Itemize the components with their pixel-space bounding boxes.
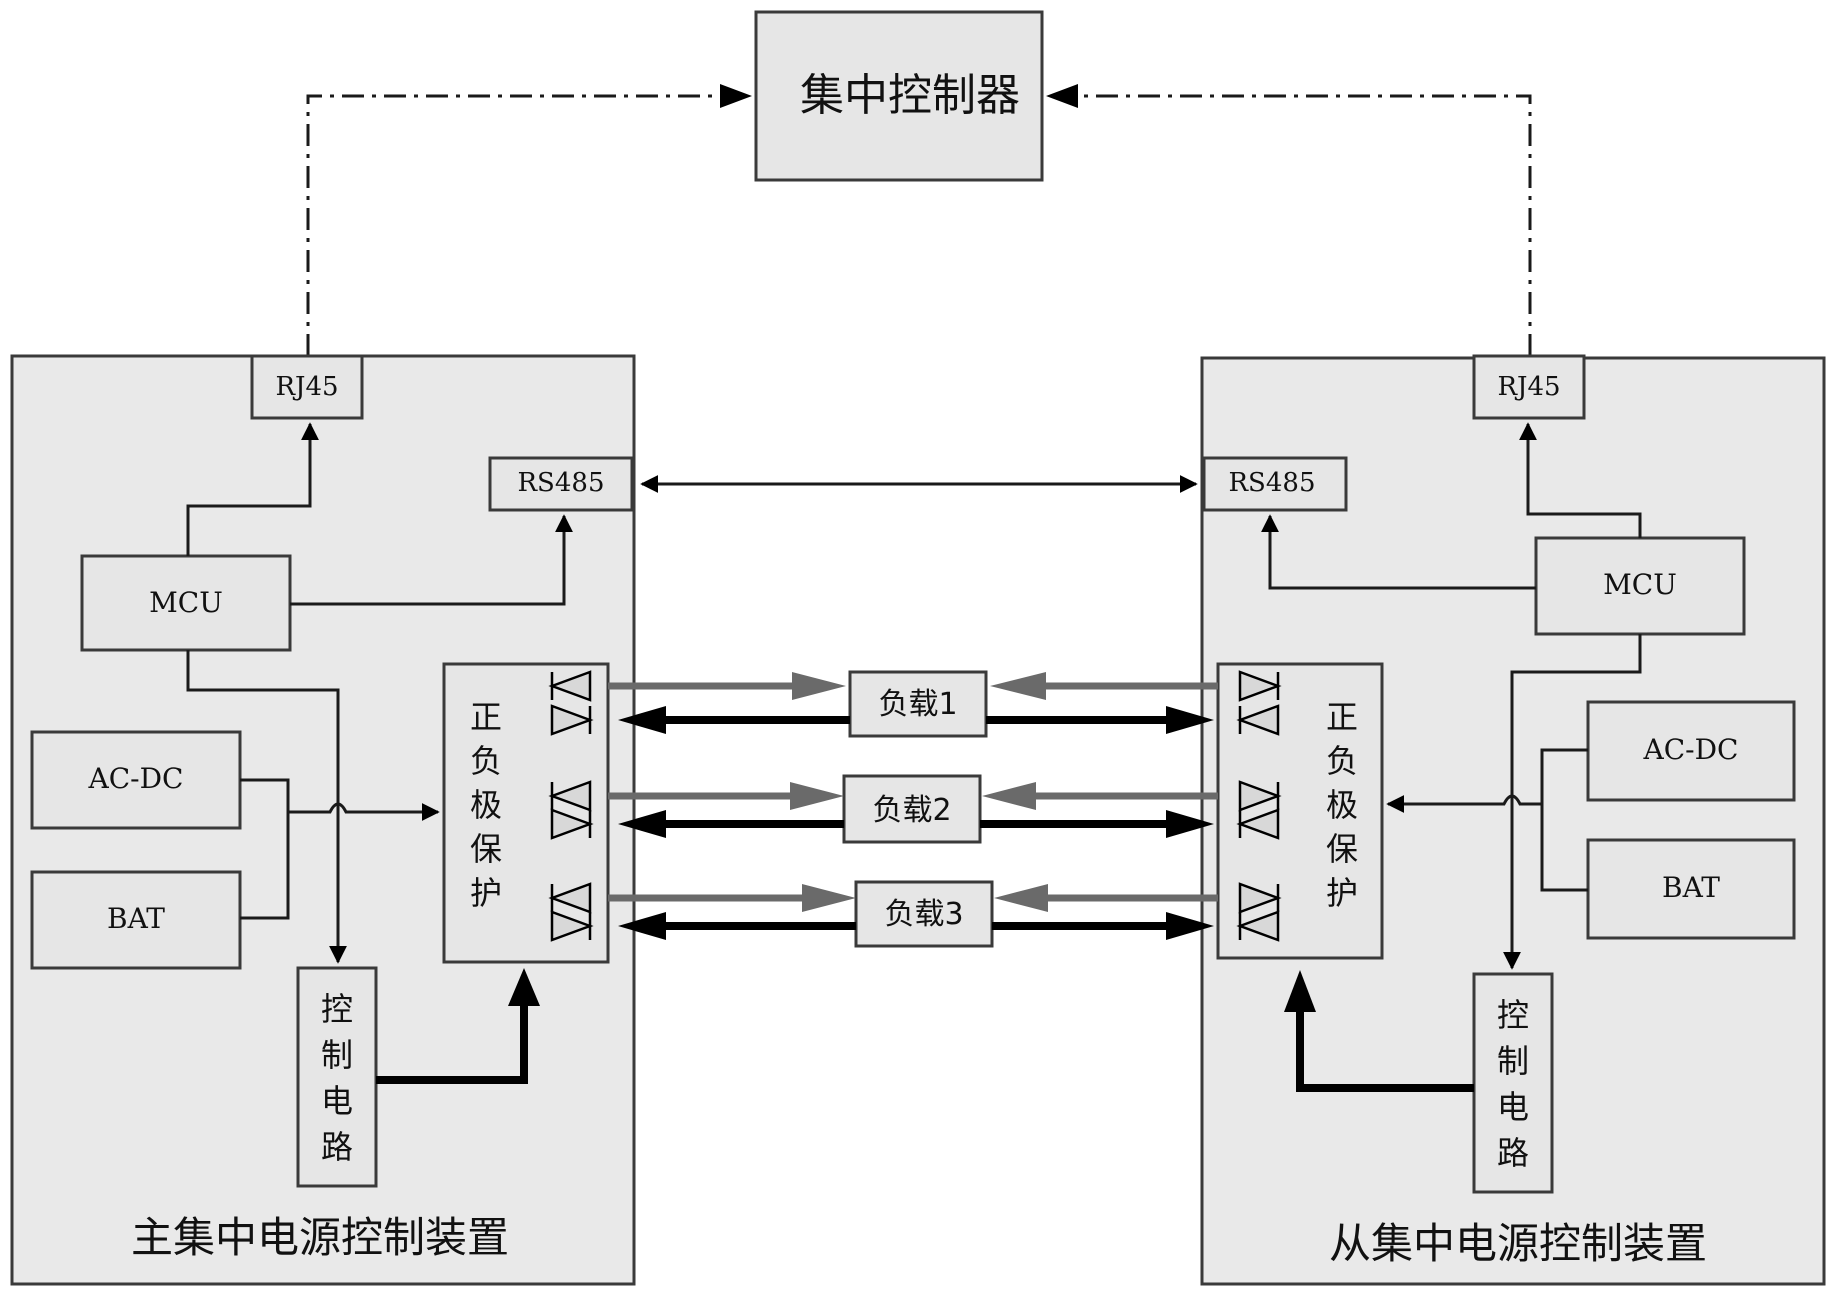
load-3-connections: [608, 884, 1218, 940]
slave-rs485-label: RS485: [1228, 468, 1315, 498]
svg-text:电: 电: [321, 1082, 353, 1120]
mcu-to-rj45-line: [186, 422, 319, 556]
load-3-box: [854, 880, 994, 948]
slave-rj45-box: [1472, 354, 1586, 420]
load-1-label: 负载1: [878, 687, 957, 722]
svg-text:正: 正: [1326, 698, 1358, 736]
slave-rs485-box: [1202, 456, 1348, 512]
svg-text:保: 保: [1326, 830, 1358, 868]
central-controller-box: [754, 10, 1044, 182]
svg-text:负: 负: [1326, 742, 1358, 780]
mcu-to-rs485-line: [1261, 514, 1536, 590]
master-device-title: 主集中电源控制装置: [131, 1213, 509, 1262]
load-1-connections: [608, 672, 1218, 734]
master-mcu-box: [80, 554, 292, 652]
svg-text:保: 保: [470, 830, 502, 868]
power-to-protection-line: [288, 802, 440, 821]
master-rj45-label: RJ45: [275, 372, 338, 402]
slave-device-title: 从集中电源控制装置: [1329, 1219, 1707, 1268]
master-acdc-label: AC-DC: [88, 762, 184, 795]
slave-control-circuit-box: [1472, 972, 1554, 1194]
svg-text:正: 正: [470, 698, 502, 736]
svg-text:控: 控: [321, 990, 353, 1028]
master-control-circuit-label: 控 制 电 路: [321, 990, 353, 1166]
master-bat-box: [30, 870, 242, 970]
arrowhead: [1284, 970, 1316, 1012]
control-to-protection-line: [376, 1000, 528, 1084]
master-diode-icons: [548, 670, 594, 942]
svg-text:制: 制: [321, 1036, 353, 1074]
svg-text:护: 护: [470, 874, 502, 912]
master-control-circuit-box: [296, 966, 378, 1188]
slave-rj45-label: RJ45: [1497, 372, 1560, 402]
master-protection-label: 正 负 极 保 护: [470, 698, 502, 912]
slave-bat-label: BAT: [1662, 871, 1720, 904]
svg-text:控: 控: [1497, 996, 1529, 1034]
load-1-box: [848, 670, 988, 738]
power-bus-line: [240, 778, 290, 920]
slave-control-circuit-label: 控 制 电 路: [1497, 996, 1529, 1172]
svg-text:制: 制: [1497, 1042, 1529, 1080]
svg-text:极: 极: [1326, 786, 1358, 824]
master-rs485-box: [488, 456, 634, 512]
master-rj45-box: [250, 354, 364, 420]
central-controller-label: 集中控制器: [800, 70, 1020, 121]
control-to-protection-line: [1296, 1010, 1474, 1092]
mcu-to-control-line: [1503, 634, 1642, 970]
slave-acdc-box: [1586, 700, 1796, 802]
mcu-to-rs485-line: [290, 514, 573, 606]
load-2-label: 负载2: [872, 793, 951, 828]
slave-network-link: [1048, 94, 1532, 356]
power-bus-line: [1540, 748, 1588, 892]
svg-text:负: 负: [470, 742, 502, 780]
svg-text:护: 护: [1326, 874, 1358, 912]
power-to-protection-line: [1386, 794, 1542, 813]
load-3-label: 负载3: [884, 897, 963, 932]
svg-text:电: 电: [1497, 1088, 1529, 1126]
slave-acdc-label: AC-DC: [1643, 733, 1739, 766]
arrowhead: [1046, 84, 1078, 108]
master-rs485-label: RS485: [517, 468, 604, 498]
mcu-to-rj45-line: [1519, 422, 1642, 538]
mcu-to-control-line: [186, 650, 347, 964]
slave-diode-icons: [1236, 670, 1282, 942]
load-2-box: [842, 774, 982, 844]
arrowhead: [508, 968, 540, 1006]
master-bat-label: BAT: [107, 902, 165, 935]
slave-protection-label: 正 负 极 保 护: [1326, 698, 1358, 912]
load-2-connections: [608, 782, 1218, 838]
arrowhead: [720, 84, 752, 108]
svg-text:路: 路: [1497, 1134, 1529, 1172]
master-network-link: [306, 94, 750, 356]
slave-mcu-box: [1534, 536, 1746, 636]
slave-mcu-label: MCU: [1603, 568, 1677, 601]
svg-text:路: 路: [321, 1128, 353, 1166]
svg-text:极: 极: [470, 786, 502, 824]
slave-bat-box: [1586, 838, 1796, 940]
master-protection-box: [442, 662, 610, 964]
master-acdc-box: [30, 730, 242, 830]
master-mcu-label: MCU: [149, 586, 223, 619]
